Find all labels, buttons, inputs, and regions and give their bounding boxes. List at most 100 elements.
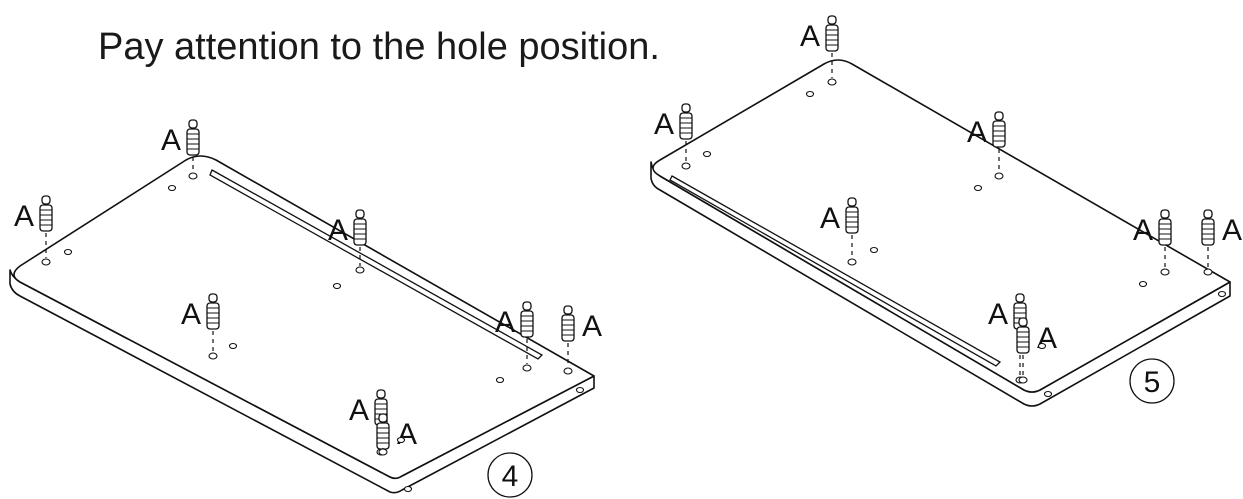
panel-4-top — [13, 155, 595, 480]
part-a-label: A — [967, 116, 987, 149]
step-4-marker: 4 — [487, 452, 533, 498]
panel-hole — [332, 282, 342, 290]
dowel-pin: A — [988, 293, 1027, 376]
dowel-hole — [378, 448, 388, 456]
dowel-hole — [681, 162, 691, 170]
dowel-hole — [994, 172, 1004, 180]
dowel-hole — [847, 258, 857, 266]
pin-body — [1016, 326, 1030, 354]
dowel-pin: A — [376, 413, 417, 451]
dowel-pin: A — [14, 195, 53, 258]
dowel-hole — [41, 258, 51, 266]
pin-head — [208, 293, 218, 303]
step-4-circle — [487, 452, 533, 498]
panel-hole — [396, 436, 406, 444]
part-a-label: A — [654, 108, 674, 141]
part-a-label: A — [988, 298, 1008, 331]
panel-step-5 — [650, 59, 1231, 407]
part-a-label: A — [820, 202, 840, 235]
dowel-hole — [1203, 268, 1213, 276]
pin-head — [563, 305, 573, 315]
dowel-pin: A — [561, 305, 602, 367]
dowel-hole — [188, 172, 198, 180]
pin-head — [376, 389, 386, 399]
step-4-number: 4 — [502, 460, 519, 493]
panel-hole — [495, 376, 505, 384]
pin-head — [188, 119, 198, 129]
panel-hole — [1043, 390, 1053, 398]
part-a-label: A — [1133, 214, 1153, 247]
dowel-pin: A — [161, 119, 200, 172]
part-a-label: A — [161, 124, 181, 157]
part-a-label: A — [1222, 214, 1242, 247]
panel-hole — [1138, 280, 1148, 288]
pin-head — [522, 301, 532, 311]
pin-body — [520, 310, 534, 338]
panel-hole — [702, 150, 712, 158]
step-5-marker: 5 — [1129, 358, 1175, 404]
dowel-pin: A — [1133, 209, 1172, 268]
pin-body — [1201, 218, 1215, 246]
panel-hole — [973, 184, 983, 192]
pin-body — [186, 128, 200, 156]
pin-head — [681, 103, 691, 113]
dowel-pin: A — [800, 15, 839, 78]
pin-body — [353, 218, 367, 246]
pin-body — [39, 204, 53, 232]
panel-hole — [1037, 342, 1047, 350]
instruction-text: Pay attention to the hole position. — [98, 26, 660, 68]
pin-body — [825, 24, 839, 52]
panel-hole — [805, 90, 815, 98]
panel-holes — [41, 78, 1227, 493]
part-a-label: A — [328, 214, 348, 247]
pin-head — [994, 111, 1004, 121]
pin-head — [1015, 293, 1025, 303]
pin-head — [847, 197, 857, 207]
pin-body — [561, 314, 575, 342]
pin-body — [206, 302, 220, 330]
dowel-pin: A — [328, 209, 367, 266]
step-5-number: 5 — [1144, 366, 1161, 399]
pin-body — [992, 120, 1006, 148]
dowel-hole — [563, 367, 573, 375]
part-a-label: A — [800, 20, 820, 53]
dowel-hole — [522, 364, 532, 372]
dowel-hole — [827, 78, 837, 86]
pin-body — [376, 422, 390, 450]
pin-body — [845, 206, 859, 234]
dowel-pin: A — [967, 111, 1006, 172]
panel-4-groove — [209, 169, 544, 360]
pin-head — [378, 413, 388, 423]
pin-head — [1018, 317, 1028, 327]
panel-hole — [167, 184, 177, 192]
dowel-pin: A — [820, 197, 859, 258]
pin-head — [1203, 209, 1213, 219]
part-a-label: A — [582, 310, 602, 343]
dowel-pin: A — [1201, 209, 1242, 268]
panel-hole — [575, 386, 585, 394]
pin-head — [827, 15, 837, 25]
panel-hole — [228, 342, 238, 350]
pin-body — [1158, 218, 1172, 246]
dowel-pin: A — [181, 293, 220, 352]
panel-hole — [869, 246, 879, 254]
part-a-label: A — [495, 306, 515, 339]
part-a-label: A — [1037, 322, 1057, 355]
part-a-label: A — [14, 200, 34, 233]
step-5-circle — [1129, 358, 1175, 404]
pin-body — [679, 112, 693, 140]
dowel-hole — [1018, 376, 1028, 384]
panel-5-top — [652, 59, 1231, 393]
part-a-label: A — [181, 298, 201, 331]
pin-head — [1160, 209, 1170, 219]
panel-hole — [63, 248, 73, 256]
pin-head — [355, 209, 365, 219]
panel-hole — [403, 485, 413, 493]
pin-head — [41, 195, 51, 205]
dowel-hole — [1160, 268, 1170, 276]
panel-hole — [1217, 290, 1227, 298]
dowel-hole — [355, 266, 365, 274]
